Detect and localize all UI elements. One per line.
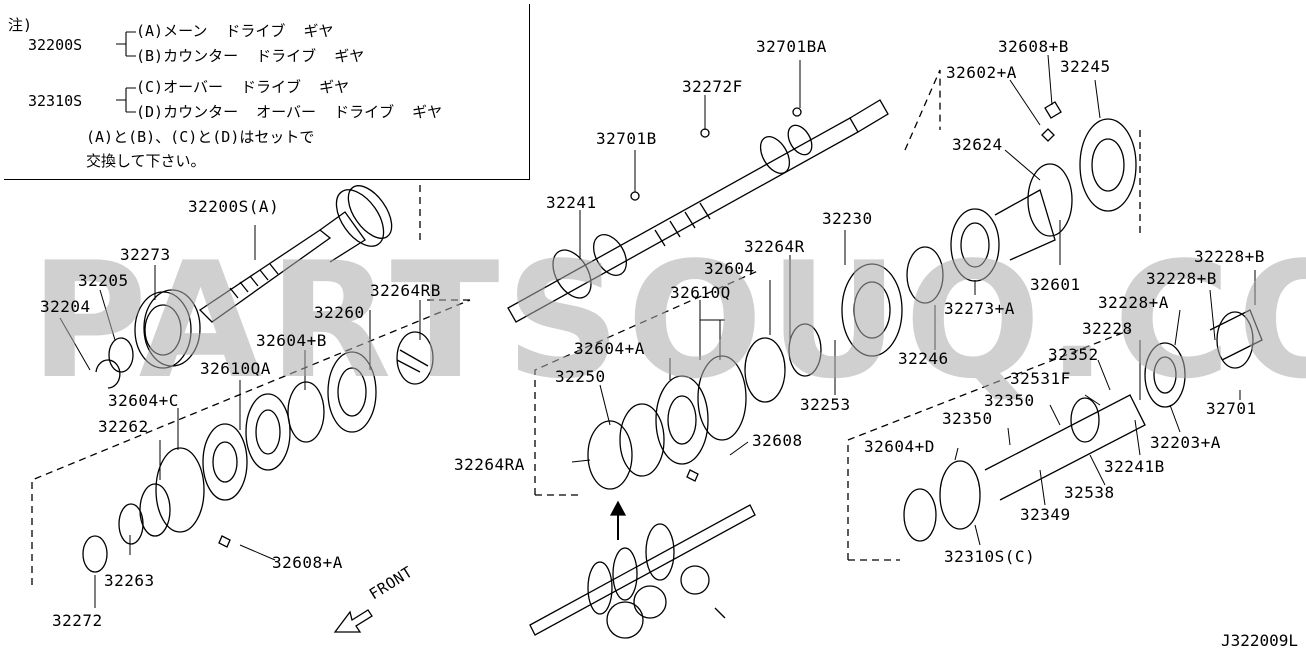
diagram-code: J322009L — [1220, 631, 1298, 650]
part-label[interactable]: 32228 — [1082, 319, 1133, 338]
note-code-32200s: 32200S — [28, 36, 83, 54]
part-label[interactable]: 32272 — [52, 611, 103, 630]
part-label[interactable]: 32228+A — [1098, 293, 1169, 312]
part-label[interactable]: 32608+B — [998, 37, 1069, 56]
snap-ring-32205 — [108, 337, 134, 373]
assembled-shaft-illustration — [529, 504, 756, 639]
part-label[interactable]: 32349 — [1020, 505, 1071, 524]
part-label[interactable]: 32604 — [704, 259, 755, 278]
up-arrow-icon — [609, 500, 627, 540]
part-label[interactable]: 32701B — [596, 129, 657, 148]
part-label[interactable]: 32245 — [1060, 57, 1111, 76]
part-label[interactable]: 32531F — [1010, 369, 1071, 388]
pin-32272F — [700, 128, 710, 138]
part-label[interactable]: 32241 — [546, 193, 597, 212]
part-label[interactable]: 32272F — [682, 77, 743, 96]
circlip-32204 — [95, 359, 121, 389]
part-label[interactable]: 32273 — [120, 245, 171, 264]
note-box: 注) 32200S (A)メーン ドライブ ギヤ (B)カウンター ドライブ ギ… — [4, 4, 530, 180]
leader-lines — [59, 54, 1256, 608]
part-label[interactable]: 32350 — [984, 391, 1035, 410]
part-label[interactable]: 32602+A — [946, 63, 1017, 82]
main-shaft — [507, 99, 889, 323]
main-drive-shaft — [198, 185, 393, 323]
note-brackets — [116, 31, 136, 113]
part-label[interactable]: 32624 — [952, 135, 1003, 154]
part-label[interactable]: 32608+A — [272, 553, 343, 572]
part-label[interactable]: 32264RA — [454, 455, 525, 474]
ball-32701BA — [792, 107, 802, 117]
right-upper-cluster — [950, 101, 1137, 282]
part-label[interactable]: 32273+A — [944, 299, 1015, 318]
part-label[interactable]: 32228+B — [1194, 247, 1265, 266]
center-gear-cluster — [587, 246, 944, 490]
part-label[interactable]: 32701BA — [756, 37, 827, 56]
part-label[interactable]: 32228+B — [1146, 269, 1217, 288]
part-label[interactable]: 32601 — [1030, 275, 1081, 294]
part-label[interactable]: 32604+A — [574, 339, 645, 358]
part-label[interactable]: 32264R — [744, 237, 805, 256]
part-label[interactable]: 32230 — [822, 209, 873, 228]
note-line-5: (A)と(B)、(C)と(D)はセットで — [86, 128, 315, 146]
note-line-6: 交換して下さい。 — [86, 152, 206, 170]
part-label[interactable]: 32203+A — [1150, 433, 1221, 452]
part-label[interactable]: 32205 — [78, 271, 129, 290]
note-code-32310s: 32310S — [28, 92, 83, 110]
part-label[interactable]: 32250 — [555, 367, 606, 386]
part-label[interactable]: 32608 — [752, 431, 803, 450]
note-item-d: (D)カウンター オーバー ドライブ ギヤ — [136, 103, 443, 121]
note-item-a: (A)メーン ドライブ ギヤ — [136, 22, 334, 40]
part-label[interactable]: 32701 — [1206, 399, 1257, 418]
part-label[interactable]: 32604+B — [256, 331, 327, 350]
part-label[interactable]: 32610QA — [200, 359, 271, 378]
left-gear-cluster — [82, 331, 434, 573]
part-label[interactable]: 32310S(C) — [944, 547, 1036, 566]
part-label[interactable]: 32253 — [800, 395, 851, 414]
part-label[interactable]: 32241B — [1104, 457, 1165, 476]
part-label[interactable]: 32538 — [1064, 483, 1115, 502]
part-label[interactable]: 32204 — [40, 297, 91, 316]
front-arrow-icon — [333, 609, 373, 633]
part-label[interactable]: 32352 — [1048, 345, 1099, 364]
note-head: 注) — [8, 16, 33, 34]
part-label[interactable]: 32604+C — [108, 391, 179, 410]
dashed-group-outline — [31, 69, 1141, 585]
bearing-32273 — [134, 289, 201, 369]
part-label[interactable]: 32200S(A) — [188, 197, 280, 216]
ball-32701B — [630, 191, 640, 201]
part-label[interactable]: 32263 — [104, 571, 155, 590]
part-label[interactable]: 32264RB — [370, 281, 441, 300]
part-label[interactable]: 32350 — [942, 409, 993, 428]
part-label[interactable]: 32262 — [98, 417, 149, 436]
counter-shaft-lower — [903, 309, 1263, 542]
part-label[interactable]: 32604+D — [864, 437, 935, 456]
note-item-c: (C)オーバー ドライブ ギヤ — [136, 78, 350, 96]
note-item-b: (B)カウンター ドライブ ギヤ — [136, 47, 365, 65]
part-label[interactable]: 32260 — [314, 303, 365, 322]
part-label[interactable]: 32610Q — [670, 283, 731, 302]
part-label[interactable]: 32246 — [898, 349, 949, 368]
